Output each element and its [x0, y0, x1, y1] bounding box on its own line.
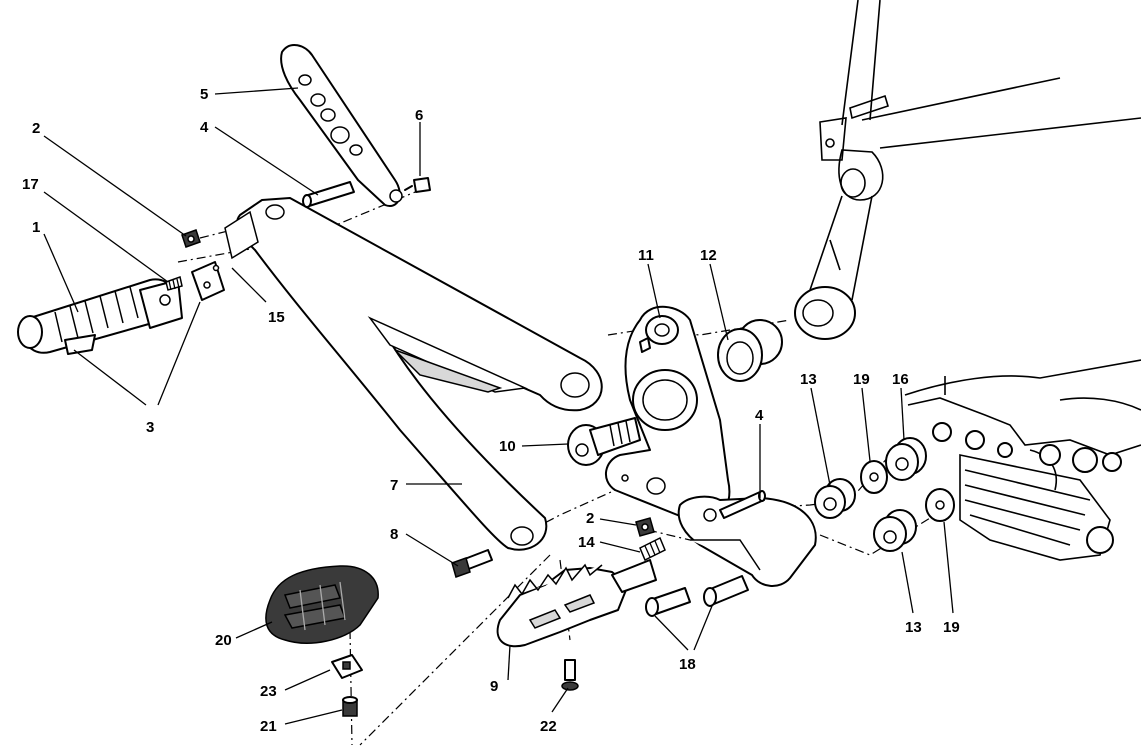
- spring-14: [639, 536, 666, 562]
- callout-19-lower: 19: [943, 619, 960, 636]
- engine-casing: [904, 359, 1141, 561]
- pivot-bracket: [677, 490, 817, 587]
- bolt-8: [451, 549, 493, 578]
- callout-6: 6: [415, 107, 423, 124]
- callout-10: 10: [499, 438, 516, 455]
- callout-14: 14: [578, 534, 595, 551]
- bush-13-lower: [873, 509, 917, 552]
- callout-17: 17: [22, 176, 39, 193]
- callout-3: 3: [146, 419, 154, 436]
- pin-4-top: [302, 181, 355, 208]
- bolt-6: [404, 177, 431, 193]
- callout-22: 22: [540, 718, 557, 735]
- pins-18: [645, 575, 749, 617]
- washer-19-lower: [925, 488, 955, 522]
- leader-lines: [43, 87, 954, 725]
- callout-8: 8: [390, 526, 398, 543]
- washer-19-upper: [860, 460, 888, 494]
- callout-13-lower: 13: [905, 619, 922, 636]
- bush-13-upper: [814, 478, 856, 519]
- callout-2-lower: 2: [586, 510, 594, 527]
- bushing-12: [717, 319, 783, 382]
- bush-16: [885, 437, 927, 481]
- plate-3-upper: [191, 261, 225, 301]
- rubber-pad-20: [265, 565, 379, 644]
- callout-11: 11: [638, 247, 654, 264]
- hanger-11: [605, 305, 731, 524]
- nut-2-lower: [635, 517, 655, 537]
- callout-20: 20: [215, 632, 232, 649]
- callout-23: 23: [260, 683, 277, 700]
- bracket-7: [224, 197, 603, 551]
- callout-13-upper: 13: [800, 371, 817, 388]
- spring-17: [165, 276, 183, 291]
- nut-2-left: [181, 229, 201, 248]
- callout-16: 16: [892, 371, 909, 388]
- screw-22: [561, 659, 579, 691]
- sleeve-21: [342, 696, 358, 717]
- callout-7: 7: [390, 477, 398, 494]
- callout-5: 5: [200, 86, 208, 103]
- callout-2-left: 2: [32, 120, 40, 137]
- callout-21: 21: [260, 718, 277, 735]
- callout-19-upper: 19: [853, 371, 870, 388]
- callout-1: 1: [32, 219, 40, 236]
- heel-guard-5: [280, 44, 403, 207]
- footpeg-9: [496, 559, 657, 648]
- callout-9: 9: [490, 678, 498, 695]
- callout-18: 18: [679, 656, 696, 673]
- frame-tubes: [794, 0, 1141, 340]
- callout-4-top: 4: [200, 119, 209, 136]
- callout-labels: 1 2 3 4 5 6 7 8 9 10 11 12 13 19 16 4 2 …: [22, 86, 960, 735]
- callout-4-lower: 4: [755, 407, 764, 424]
- callout-15: 15: [268, 309, 285, 326]
- callout-12: 12: [700, 247, 717, 264]
- footpeg-1: [17, 278, 183, 355]
- plate-23: [331, 654, 363, 679]
- eccentric-bolt-10: [567, 417, 641, 466]
